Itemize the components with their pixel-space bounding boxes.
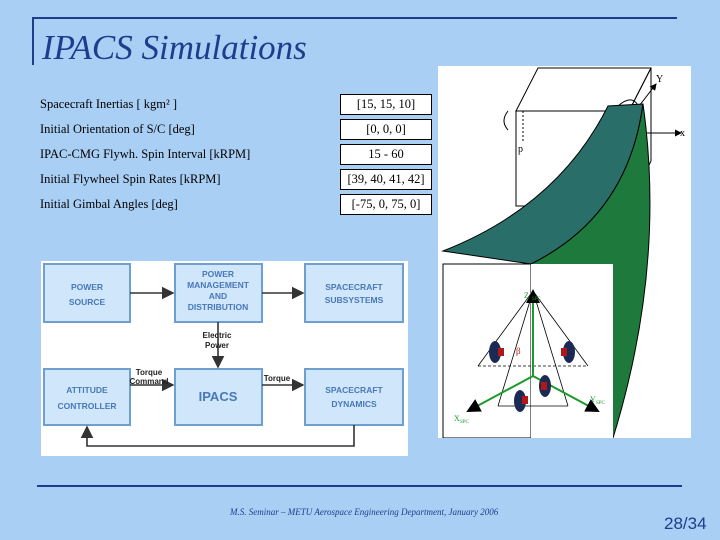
table-row: Initial Gimbal Angles [deg] [-75, 0, 75,…	[36, 194, 432, 215]
electric-power-label: Power	[205, 341, 229, 350]
x-spc-subscript: SPC	[460, 420, 470, 425]
param-value: [-75, 0, 75, 0]	[340, 194, 432, 215]
torque-label: Torque	[264, 374, 291, 383]
torque-command-label: Command	[129, 377, 168, 386]
attitude-controller-label: CONTROLLER	[57, 401, 116, 411]
x-spc-label: X	[454, 414, 460, 423]
power-source-label: POWER	[71, 282, 103, 292]
table-row: Initial Orientation of S/C [deg] [0, 0, …	[36, 119, 432, 140]
spacecraft-dynamics-label: DYNAMICS	[331, 399, 377, 409]
param-label: Spacecraft Inertias [ kgm² ]	[40, 97, 178, 111]
x-axis-label: x	[680, 128, 685, 139]
spacecraft-dynamics-box	[304, 368, 404, 426]
power-management-label: MANAGEMENT	[187, 280, 250, 290]
page-number: 28/34	[664, 514, 707, 533]
param-value: [0, 0, 0]	[340, 119, 432, 140]
table-row: Spacecraft Inertias [ kgm² ] [15, 15, 10…	[36, 94, 432, 115]
param-value: [39, 40, 41, 42]	[340, 169, 432, 190]
footer-rule	[37, 485, 682, 487]
power-source-box	[43, 263, 131, 323]
param-label: Initial Orientation of S/C [deg]	[40, 122, 195, 136]
x-spc-axis	[466, 375, 534, 412]
spacecraft-figure: Y x θ q p	[438, 66, 691, 438]
torque-command-label: Torque	[136, 368, 163, 377]
y-spc-subscript: SPC	[596, 401, 606, 406]
title-rule-top	[32, 17, 677, 19]
z-spc-label: Z	[524, 291, 529, 300]
table-row: IPAC-CMG Flywh. Spin Interval [kRPM] 15 …	[36, 144, 432, 165]
footer-text: M.S. Seminar – METU Aerospace Engineerin…	[230, 507, 499, 517]
electric-power-label: Electric	[203, 331, 232, 340]
ipacs-box	[174, 368, 263, 426]
spacecraft-subsystems-label: SUBSYSTEMS	[325, 295, 384, 305]
ipacs-block-diagram: POWER SOURCE POWER MANAGEMENT AND DISTRI…	[41, 261, 408, 456]
param-value: 15 - 60	[340, 144, 432, 165]
z-spc-subscript: SPC	[532, 297, 542, 302]
param-label: IPAC-CMG Flywh. Spin Interval [kRPM]	[40, 147, 251, 161]
spacecraft-subsystems-label: SPACECRAFT	[325, 282, 383, 292]
y-axis-label: Y	[656, 74, 663, 85]
p-label: p	[518, 144, 523, 155]
param-label: Initial Flywheel Spin Rates [kRPM]	[40, 172, 221, 186]
power-management-label: POWER	[202, 269, 234, 279]
power-management-label: DISTRIBUTION	[188, 302, 248, 312]
cmg-gimbal-icon	[489, 341, 501, 363]
arrow-dynamics-feedback	[80, 425, 355, 447]
table-row: Initial Flywheel Spin Rates [kRPM] [39, …	[36, 169, 432, 190]
attitude-controller-label: ATTITUDE	[66, 385, 108, 395]
parameters-table: Spacecraft Inertias [ kgm² ] [15, 15, 10…	[36, 90, 432, 219]
ipacs-label: IPACS	[199, 389, 238, 404]
power-management-label: AND	[209, 291, 227, 301]
param-value: [15, 15, 10]	[340, 94, 432, 115]
power-management-box	[174, 263, 263, 323]
title-rule-left	[32, 17, 34, 65]
beta-label: β	[516, 346, 521, 356]
spacecraft-dynamics-label: SPACECRAFT	[325, 385, 383, 395]
y-spc-label: Y	[590, 395, 596, 404]
attitude-controller-box	[43, 368, 131, 426]
page-title: IPACS Simulations	[42, 28, 307, 67]
param-label: Initial Gimbal Angles [deg]	[40, 197, 178, 211]
power-source-label: SOURCE	[69, 297, 106, 307]
spacecraft-subsystems-box	[304, 263, 404, 323]
rotation-arc-icon	[503, 110, 509, 131]
cmg-gimbal-icon	[514, 390, 526, 412]
cmg-gimbal-icon	[563, 341, 575, 363]
